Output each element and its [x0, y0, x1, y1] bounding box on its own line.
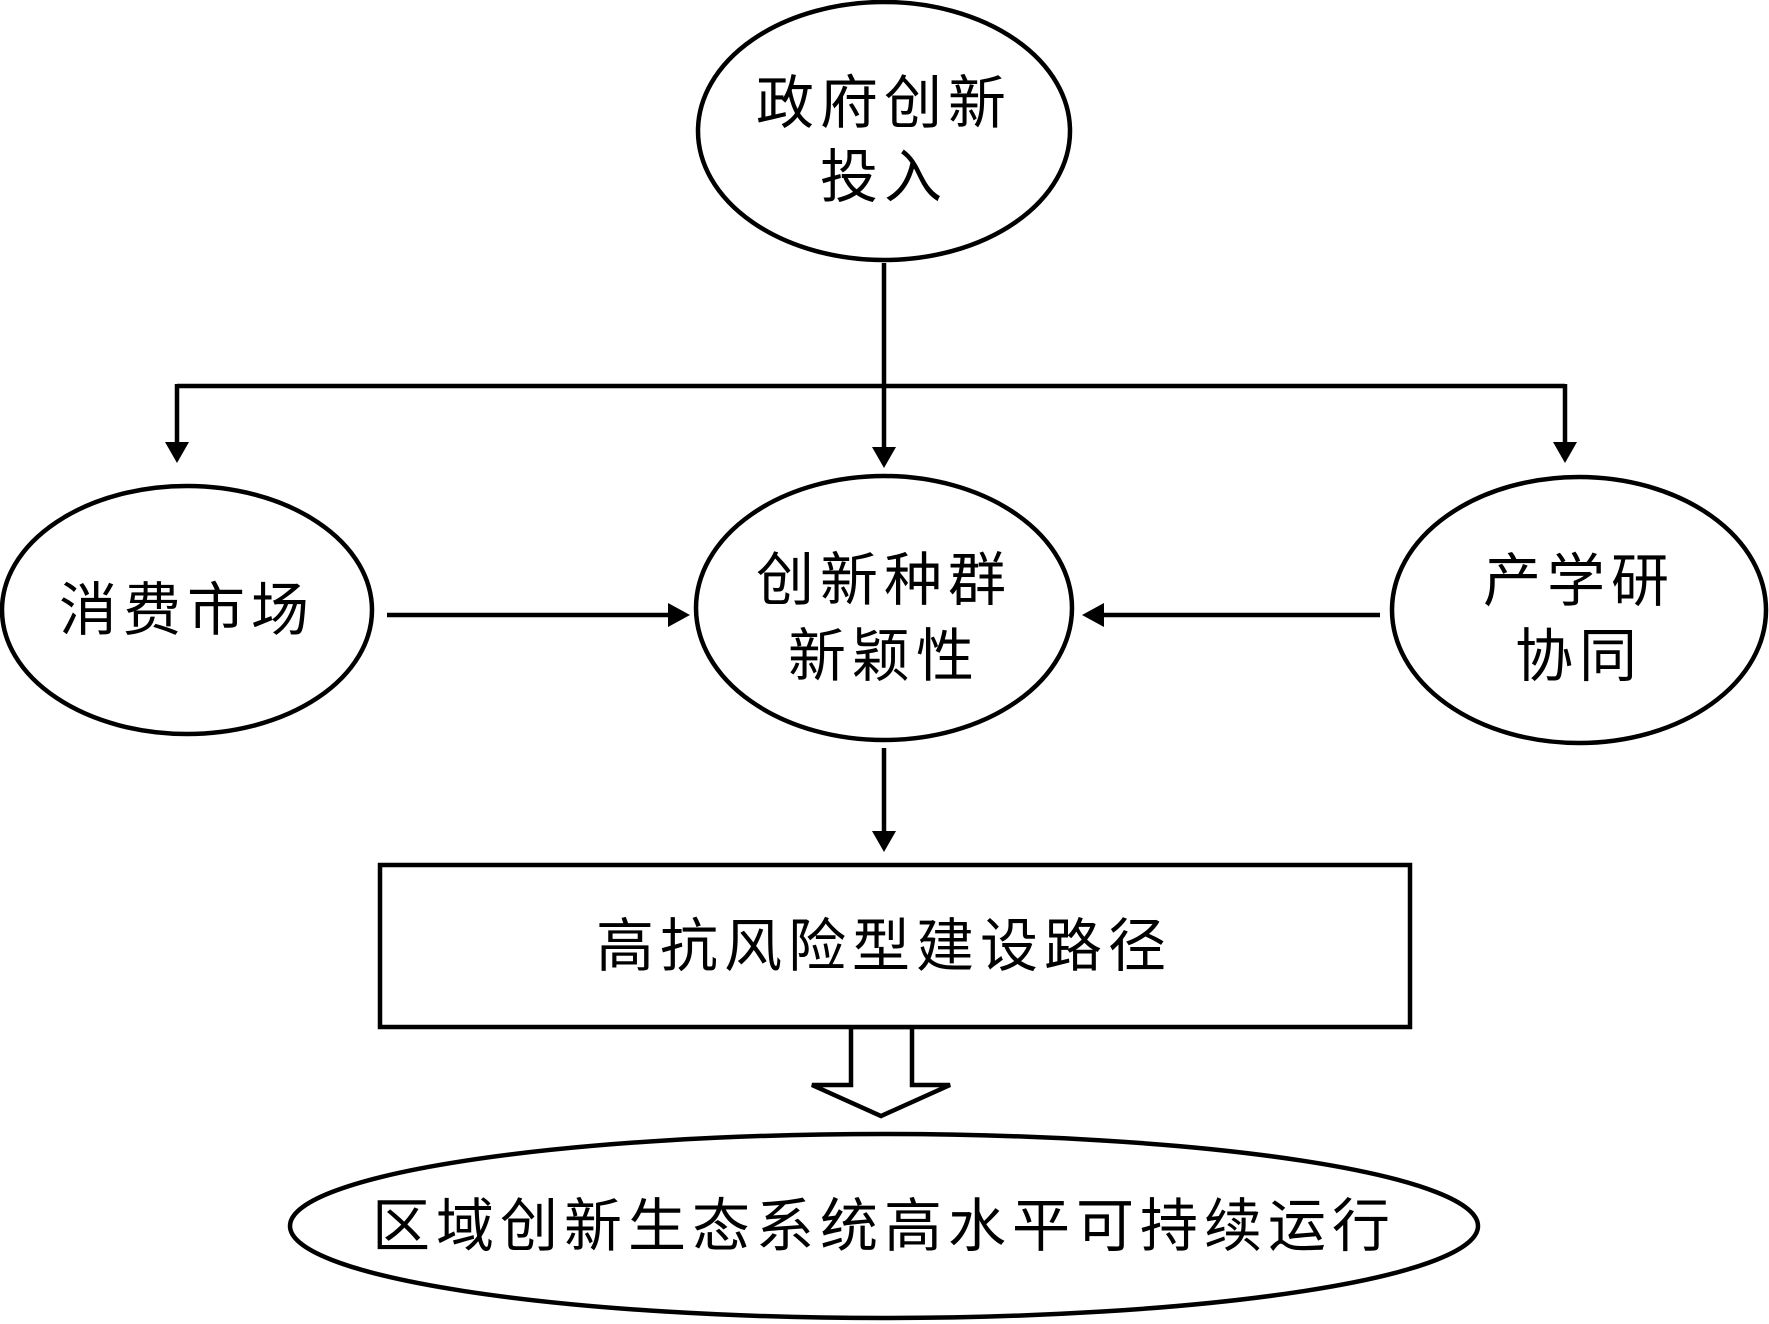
node-iur-label-1: 产学研: [1483, 547, 1675, 615]
node-gov: 政府创新 投入: [695, 0, 1073, 263]
connectors: [165, 263, 1577, 1119]
node-outcome: 区域创新生态系统高水平可持续运行: [287, 1131, 1481, 1321]
node-iur-ellipse: [1389, 474, 1769, 746]
node-path: 高抗风险型建设路径: [377, 862, 1413, 1030]
arrowhead-path-top: [872, 831, 896, 852]
node-gov-label-1: 政府创新: [756, 69, 1012, 137]
node-gov-ellipse: [695, 0, 1073, 263]
node-gov-label-2: 投入: [820, 143, 948, 211]
node-consumer-ellipse: [0, 483, 375, 737]
hollow-arrow: [811, 1024, 951, 1119]
arrowhead-iur-top: [1553, 442, 1577, 463]
node-consumer-label: 消费市场: [59, 576, 315, 644]
node-iur: 产学研 协同: [1389, 474, 1769, 746]
node-path-label: 高抗风险型建设路径: [596, 912, 1172, 980]
node-core-label-2: 新颖性: [788, 622, 980, 690]
node-core-label-1: 创新种群: [756, 546, 1012, 614]
node-outcome-label: 区域创新生态系统高水平可持续运行: [372, 1192, 1396, 1260]
node-consumer: 消费市场: [0, 483, 375, 737]
node-path-box: [377, 862, 1413, 1030]
arrowhead-core-left: [668, 603, 690, 627]
arrowhead-consumer-top: [165, 442, 189, 463]
node-core: 创新种群 新颖性: [693, 473, 1075, 743]
node-iur-label-2: 协同: [1515, 622, 1643, 690]
node-core-ellipse: [693, 473, 1075, 743]
node-outcome-ellipse: [287, 1131, 1481, 1321]
arrowhead-core-right: [1082, 603, 1104, 627]
arrowhead-core-top: [872, 447, 896, 468]
